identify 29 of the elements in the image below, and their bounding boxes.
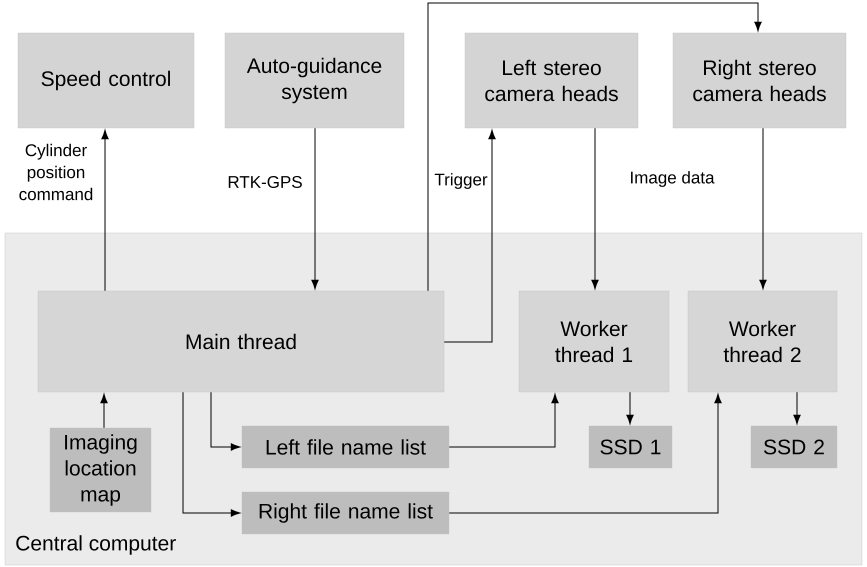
arrow — [210, 392, 240, 451]
data-box: SSD 1 — [588, 426, 672, 468]
arrow — [311, 128, 319, 290]
arrow — [448, 394, 559, 448]
arrow — [444, 130, 496, 342]
data-box: Left file name list — [242, 426, 450, 468]
thread-box: Main thread — [38, 290, 444, 392]
arrow — [428, 2, 762, 292]
arrow — [448, 394, 722, 514]
arrow — [759, 128, 767, 290]
edge-label: Image data — [628, 170, 716, 188]
arrow — [101, 130, 109, 292]
arrow — [793, 392, 801, 424]
system-box: Left stereo camera heads — [464, 32, 638, 128]
arrow — [100, 394, 108, 428]
arrow — [591, 128, 599, 290]
arrow — [182, 392, 240, 517]
data-box: Right file name list — [242, 492, 450, 534]
thread-box: Worker thread 1 — [518, 290, 670, 392]
system-box: Auto-guidance system — [224, 32, 404, 128]
thread-box: Worker thread 2 — [688, 290, 838, 392]
system-box: Speed control — [18, 32, 194, 128]
data-box: SSD 2 — [750, 426, 838, 468]
edge-label: RTK-GPS — [226, 174, 304, 190]
arrow — [626, 392, 634, 424]
data-box: Imaging location map — [50, 428, 152, 512]
system-box: Right stereo camera heads — [672, 32, 846, 128]
edge-label: Cylinder position command — [12, 142, 100, 202]
edge-label: Trigger — [433, 172, 489, 190]
